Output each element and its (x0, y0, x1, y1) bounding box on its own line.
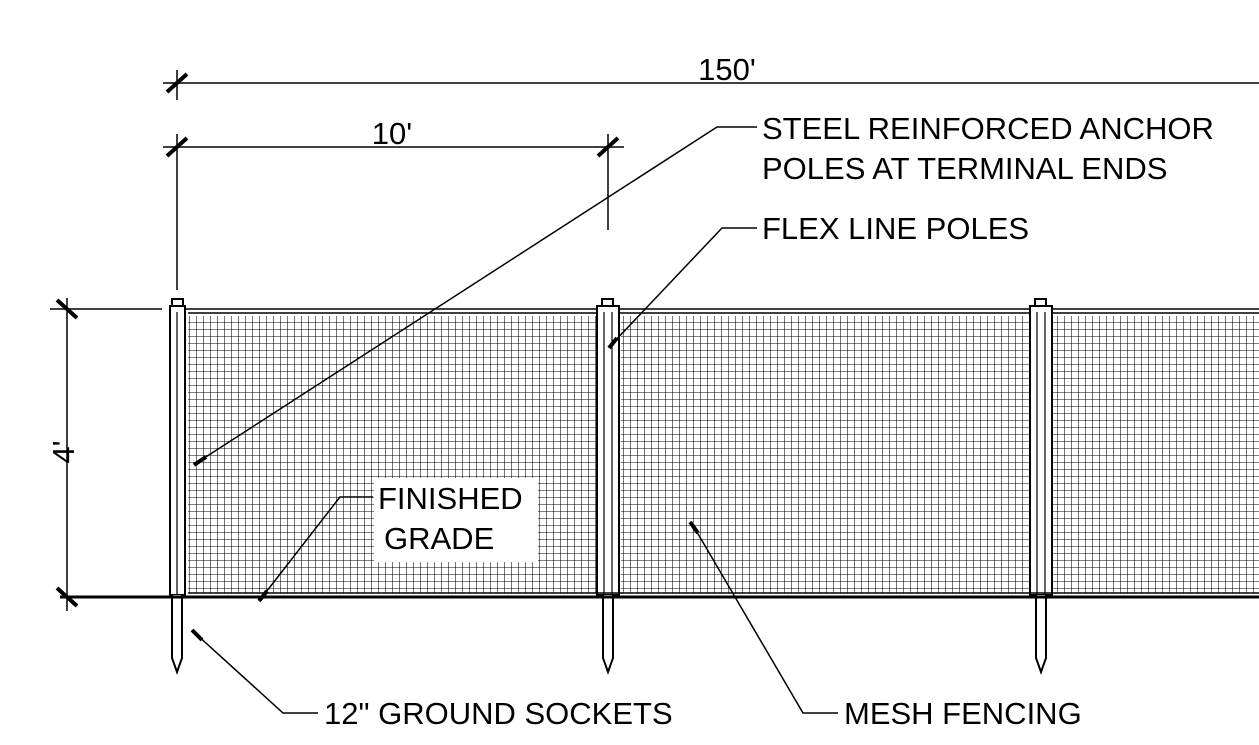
leader-ground-sockets (195, 633, 318, 714)
leader-mesh-fencing (693, 526, 838, 714)
dimension-label-overall-length: 150' (698, 52, 756, 87)
finished-grade-label-background (374, 478, 538, 562)
leader-ticks (190, 336, 700, 642)
dimension-overall-length (163, 70, 1259, 100)
dimension-label-fence-height: 4' (46, 440, 81, 463)
callout-flex-line-poles: FLEX LINE POLES (762, 211, 1029, 246)
flex-line-pole (1029, 298, 1053, 675)
callout-finished-grade-line-1: FINISHED (378, 481, 523, 516)
leader-finished-grade (262, 496, 373, 597)
dimension-pole-spacing (163, 134, 624, 290)
top-rail (170, 308, 1259, 314)
leader-lines (195, 126, 838, 714)
mesh-panel-3 (1053, 316, 1259, 593)
dimension-fence-height (50, 298, 162, 611)
callout-finished-grade-line-2: GRADE (384, 521, 494, 556)
flex-line-pole (596, 298, 620, 675)
mesh-panel-2 (621, 316, 1030, 593)
callout-ground-sockets: 12" GROUND SOCKETS (324, 696, 673, 731)
dimension-label-pole-spacing: 10' (372, 116, 412, 151)
mesh-panels (188, 316, 1259, 593)
leader-flex-poles (612, 227, 757, 344)
leader-anchor-poles (197, 126, 757, 463)
callout-mesh-fencing: MESH FENCING (844, 696, 1082, 731)
ground-line (60, 592, 1259, 599)
callout-anchor-poles-line-2: POLES AT TERMINAL ENDS (762, 151, 1167, 186)
anchor-pole (169, 298, 186, 675)
callout-anchor-poles-line-1: STEEL REINFORCED ANCHOR (762, 111, 1214, 146)
